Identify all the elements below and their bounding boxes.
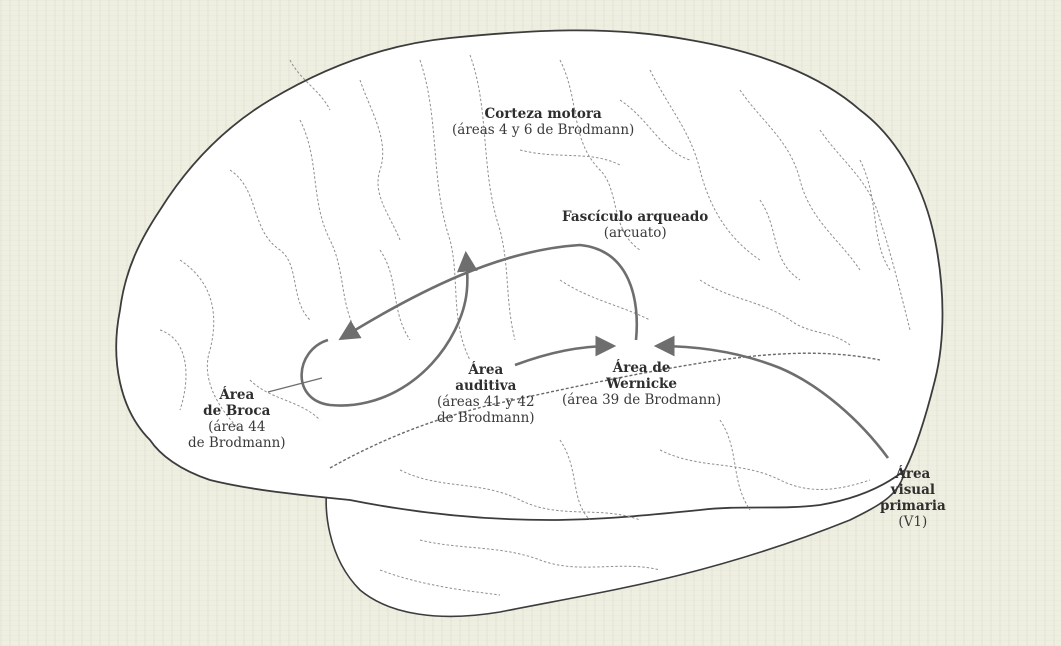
broca-leader-line bbox=[267, 377, 323, 393]
wernicke-line1: Área de bbox=[612, 360, 671, 376]
sulci-pattern bbox=[159, 54, 911, 596]
auditory-line4: de Brodmann) bbox=[437, 410, 535, 426]
auditory-line2: auditiva bbox=[455, 378, 517, 394]
auditory-to-wernicke-arrow bbox=[514, 335, 617, 367]
visual-label: Área visual primaria (V1) bbox=[880, 466, 946, 530]
arcuate-subtitle: (arcuato) bbox=[603, 225, 667, 241]
broca-line2: de Broca bbox=[203, 403, 271, 419]
wernicke-label: Área de Wernicke (área 39 de Brodmann) bbox=[562, 360, 721, 408]
auditory-line3: (áreas 41 y 42 bbox=[437, 394, 535, 410]
arcuate-label: Fascículo arqueado (arcuato) bbox=[562, 209, 708, 241]
broca-line4: de Brodmann) bbox=[188, 435, 286, 451]
broca-to-motor-arrow bbox=[300, 250, 478, 407]
motor-cortex-subtitle: (áreas 4 y 6 de Brodmann) bbox=[452, 122, 635, 138]
visual-to-wernicke-arrow bbox=[653, 335, 890, 459]
visual-line1: Área bbox=[895, 466, 931, 482]
visual-line3: primaria bbox=[880, 498, 946, 514]
wernicke-line2: Wernicke bbox=[606, 376, 677, 392]
auditory-line1: Área bbox=[468, 362, 504, 378]
auditory-label: Área auditiva (áreas 41 y 42 de Brodmann… bbox=[437, 362, 535, 426]
visual-line2: visual bbox=[890, 482, 935, 498]
motor-cortex-label: Corteza motora (áreas 4 y 6 de Brodmann) bbox=[452, 106, 634, 138]
arcuate-title: Fascículo arqueado bbox=[562, 209, 709, 225]
broca-line3: (área 44 bbox=[208, 419, 266, 435]
broca-label: Área de Broca (área 44 de Brodmann) bbox=[188, 387, 286, 451]
wernicke-line3: (área 39 de Brodmann) bbox=[562, 392, 722, 408]
motor-cortex-title: Corteza motora bbox=[484, 106, 602, 122]
brain-outline bbox=[115, 29, 944, 521]
sylvian-fissure bbox=[329, 352, 881, 469]
visual-line4: (V1) bbox=[898, 514, 928, 530]
broca-line1: Área bbox=[219, 387, 255, 403]
arcuate-arrow bbox=[338, 243, 639, 341]
